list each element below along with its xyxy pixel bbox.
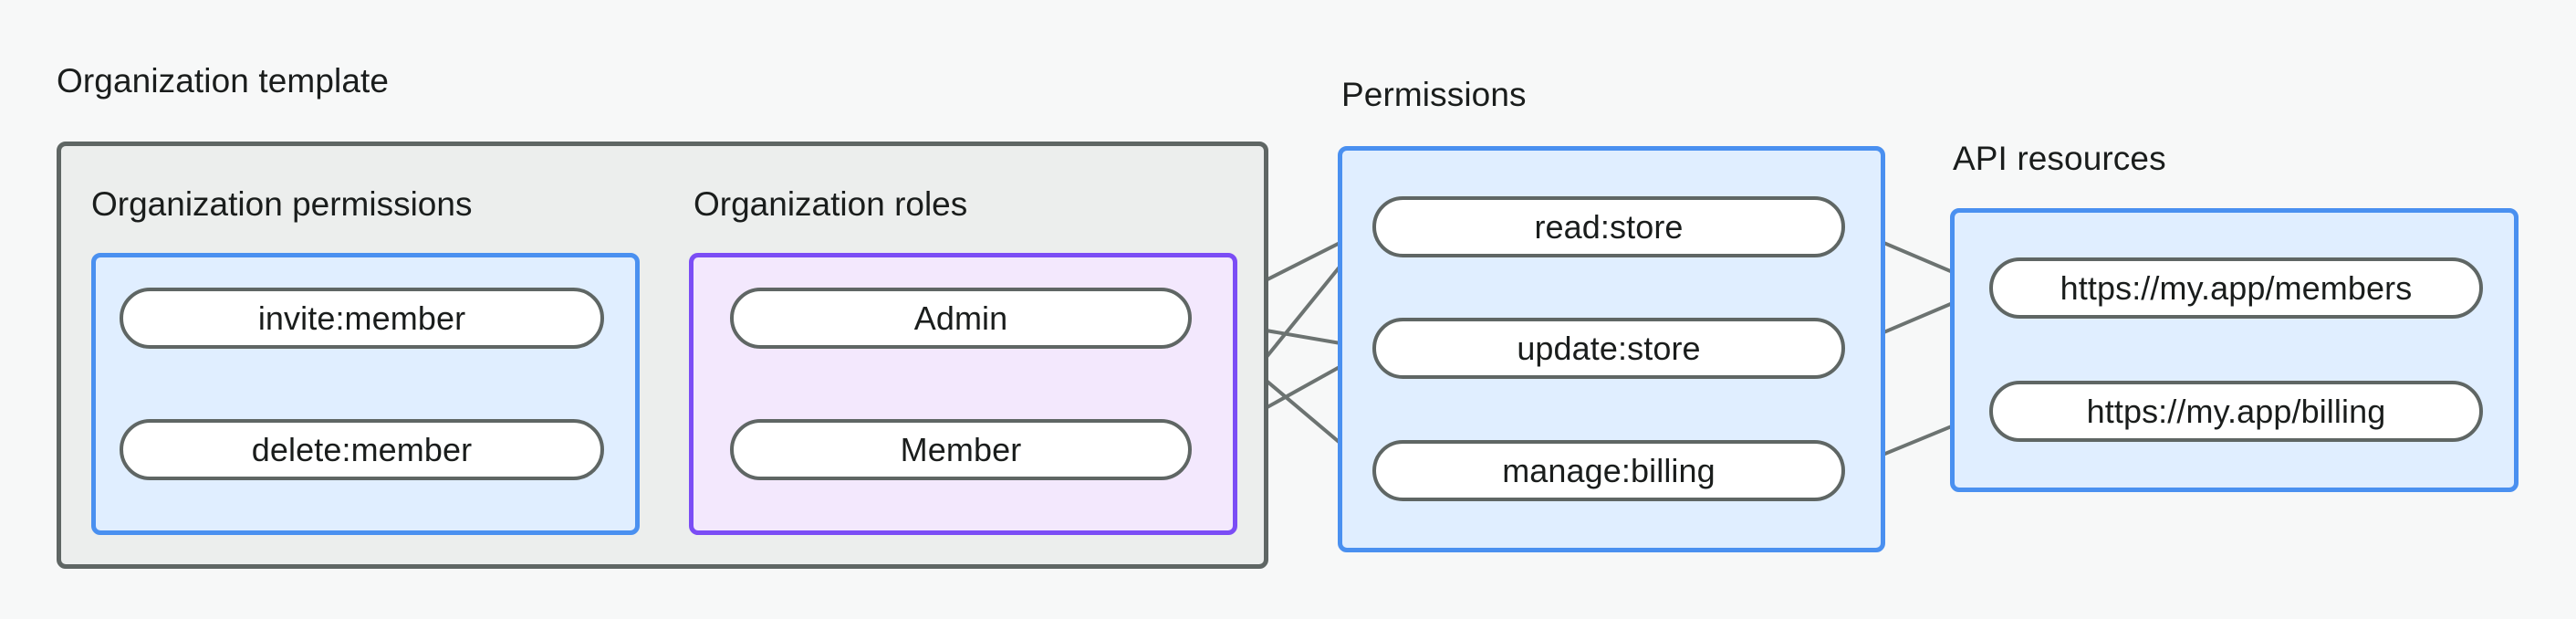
organization-template-title: Organization template (57, 62, 390, 100)
permission-pill-manage-billing-label: manage:billing (1502, 451, 1716, 489)
permission-pill-invite-member[interactable]: invite:member (120, 288, 604, 349)
api-resource-pill-members[interactable]: https://my.app/members (1989, 257, 2483, 319)
permission-pill-manage-billing[interactable]: manage:billing (1372, 440, 1845, 501)
role-pill-admin[interactable]: Admin (730, 288, 1192, 349)
permission-pill-delete-member[interactable]: delete:member (120, 419, 604, 480)
permissions-title: Permissions (1341, 76, 1527, 113)
role-pill-member[interactable]: Member (730, 419, 1192, 480)
permission-pill-read-store-label: read:store (1534, 207, 1684, 246)
role-pill-member-label: Member (900, 430, 1022, 468)
permission-pill-delete-member-label: delete:member (251, 430, 473, 468)
permission-pill-read-store[interactable]: read:store (1372, 196, 1845, 257)
api-resource-pill-billing-label: https://my.app/billing (2086, 392, 2386, 430)
organization-permissions-title: Organization permissions (91, 185, 473, 223)
api-resource-pill-members-label: https://my.app/members (2060, 268, 2413, 307)
permission-pill-update-store[interactable]: update:store (1372, 318, 1845, 379)
api-resource-pill-billing[interactable]: https://my.app/billing (1989, 381, 2483, 442)
api-resources-title: API resources (1953, 140, 2166, 177)
permission-pill-update-store-label: update:store (1517, 329, 1701, 367)
organization-roles-title: Organization roles (694, 185, 968, 223)
permission-pill-invite-member-label: invite:member (257, 299, 466, 337)
role-pill-admin-label: Admin (913, 299, 1008, 337)
api-resources-box (1950, 208, 2519, 492)
